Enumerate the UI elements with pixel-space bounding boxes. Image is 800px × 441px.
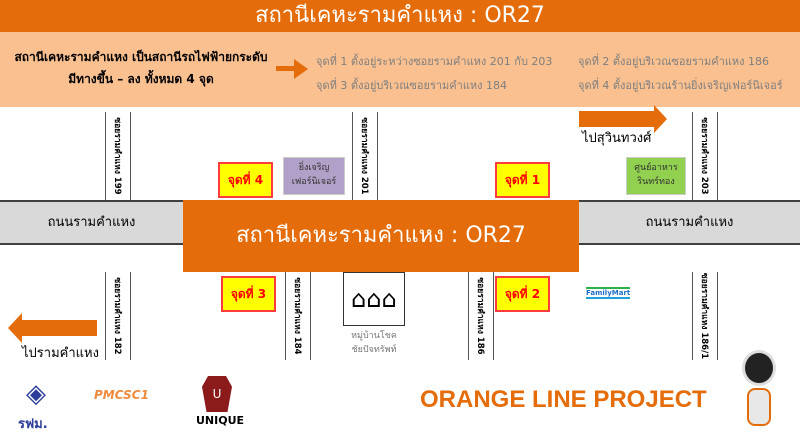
shop-food-center: ศูนย์อาหารรินทร์ทอง xyxy=(626,157,686,195)
mrta-logo-icon: ◈ xyxy=(26,379,46,409)
exit-info-3: จุดที่ 3 ตั้งอยู่บริเวณซอยรามคำแหง 184 xyxy=(316,79,508,92)
unique-logo-icon: U xyxy=(202,376,232,412)
village-line: ชัยปัจทรัพท์ xyxy=(351,345,397,355)
shop-line: รินทร์ทอง xyxy=(637,177,675,187)
exit-2-badge[interactable]: จุดที่ 2 xyxy=(495,276,550,312)
soi-182: ซอยรามคำแหง 182 xyxy=(105,272,131,360)
exit-3-badge[interactable]: จุดที่ 3 xyxy=(221,276,276,312)
road-left: ถนนรามคำแหง xyxy=(0,200,183,245)
pmcsc1-logo: PMCSC1 xyxy=(94,388,149,402)
to-suwinthawong-label: ไปสุวินทวงศ์ xyxy=(582,131,652,146)
project-title: ORANGE LINE PROJECT xyxy=(420,386,707,413)
soi-label: ซอยรามคำแหง 184 xyxy=(292,277,302,355)
unique-logo-text: UNIQUE xyxy=(196,414,245,427)
shop-line: ยิ่งเจริญ xyxy=(298,163,330,173)
soi-186-1: ซอยรามคำแหง 186/1 xyxy=(692,272,718,360)
village-line: หมู่บ้านโชค xyxy=(351,331,397,341)
arrow-shaft xyxy=(276,66,298,71)
info-lead: สถานีเคหะรามคำแหง เป็นสถานีรถไฟฟ้ายกระดั… xyxy=(6,46,276,90)
familymart-logo: FamilyMart xyxy=(586,287,631,299)
soi-184: ซอยรามคำแหง 184 xyxy=(285,272,311,360)
station-box: สถานีเคหะรามคำแหง : OR27 xyxy=(183,200,579,272)
to-ramkhamhaeng-label: ไปรามคำแหง xyxy=(22,346,99,361)
exit-4-badge[interactable]: จุดที่ 4 xyxy=(218,162,273,198)
mascot-icon xyxy=(738,350,780,436)
shop-furniture: ยิ่งเจริญเฟอร์นิเจอร์ xyxy=(283,157,345,195)
soi-201: ซอยรามคำแหง 201 xyxy=(352,112,378,200)
exit-info-1: จุดที่ 1 ตั้งอยู่ระหว่างซอยรามคำแหง 201 … xyxy=(316,55,553,68)
soi-label: ซอยรามคำแหง 201 xyxy=(359,117,369,195)
mascot-body xyxy=(747,388,771,426)
soi-199: ซอยรามคำแหง 199 xyxy=(105,112,131,200)
soi-label: ซอยรามคำแหง 182 xyxy=(112,277,122,355)
soi-203: ซอยรามคำแหง 203 xyxy=(692,112,718,200)
road-right: ถนนรามคำแหง xyxy=(579,200,800,245)
village-label: หมู่บ้านโชคชัยปัจทรัพท์ xyxy=(340,326,408,357)
soi-label: ซอยรามคำแหง 203 xyxy=(699,117,709,195)
mascot-head xyxy=(742,350,776,386)
arrow-shaft xyxy=(22,320,97,336)
arrow-left-icon xyxy=(8,313,22,343)
arrow-right-icon xyxy=(654,105,667,133)
info-panel: สถานีเคหะรามคำแหง เป็นสถานีรถไฟฟ้ายกระดั… xyxy=(0,32,800,107)
village-icon: ⌂⌂⌂ xyxy=(343,272,405,326)
soi-label: ซอยรามคำแหง 199 xyxy=(112,117,122,195)
soi-186: ซอยรามคำแหง 186 xyxy=(468,272,494,360)
lead-line-2: มีทางขึ้น – ลง ทั้งหมด 4 จุด xyxy=(68,72,214,86)
shop-line: เฟอร์นิเจอร์ xyxy=(291,177,337,187)
shop-line: ศูนย์อาหาร xyxy=(634,163,678,173)
mrta-logo-text: รฟม. xyxy=(18,417,48,432)
page-title: สถานีเคหะรามคำแหง : OR27 xyxy=(0,0,800,32)
exit-1-badge[interactable]: จุดที่ 1 xyxy=(495,162,550,198)
lead-line-1: สถานีเคหะรามคำแหง เป็นสถานีรถไฟฟ้ายกระดั… xyxy=(14,50,268,64)
soi-label: ซอยรามคำแหง 186 xyxy=(475,277,485,355)
exit-info-4: จุดที่ 4 ตั้งอยู่บริเวณร้านยิ่งเจริญเฟอร… xyxy=(578,79,783,92)
arrow-shaft xyxy=(579,111,654,127)
soi-label: ซอยรามคำแหง 186/1 xyxy=(699,272,709,360)
exit-info-2: จุดที่ 2 ตั้งอยู่บริเวณซอยรามคำแหง 186 xyxy=(578,55,770,68)
arrow-right-icon xyxy=(294,59,308,79)
